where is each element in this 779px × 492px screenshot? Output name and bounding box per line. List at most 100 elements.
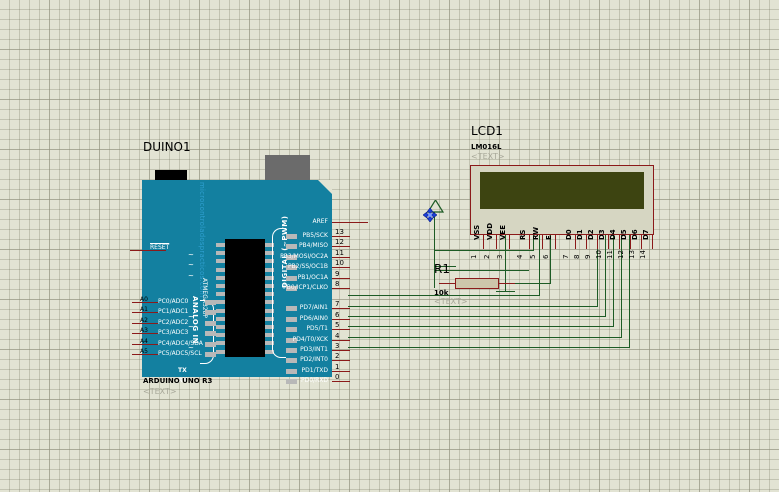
lcd-pin-name: D5 <box>620 229 628 240</box>
mcu-pin-pad <box>216 251 225 256</box>
digital-pin-name: PD2/INT0 <box>300 356 328 364</box>
pwm-tilde-icon: ~ <box>188 271 194 280</box>
lcd-value-label[interactable]: LM016L <box>471 143 502 151</box>
digital-pin-pad <box>286 368 297 374</box>
lcd-pin-terminal <box>652 235 654 249</box>
digital-pin-name: PB1/OC1A <box>297 273 328 281</box>
lcd-pin-name: D0 <box>565 229 573 240</box>
ground-bar-2 <box>500 295 511 297</box>
mcu-pin-pad <box>265 333 274 338</box>
digital-pin-name: PD0/RXD <box>301 377 328 385</box>
pwm-tilde-icon: ~ <box>188 250 194 259</box>
mcu-pin-pad <box>265 243 274 247</box>
digital-pin-pad <box>286 265 297 271</box>
wire-d6 <box>348 306 598 308</box>
pin-label-reset: RESET <box>150 244 170 251</box>
lcd-pin-number: 7 <box>562 254 570 259</box>
lcd-pin-terminal <box>542 235 544 249</box>
lcd-pin-name: VEE <box>499 225 507 240</box>
digital-pin-pad <box>286 379 297 385</box>
r1-body[interactable] <box>455 278 499 289</box>
digital-pin-lead <box>332 256 350 258</box>
mcu-pin-pad <box>265 275 274 280</box>
mcu-pin-pad <box>216 275 225 280</box>
mcu-pin-pad <box>216 316 225 321</box>
pwm-tilde-icon: ~ <box>188 344 194 352</box>
arduino-reference-label[interactable]: DUINO1 <box>143 140 191 154</box>
mcu-pin-pad <box>265 349 274 354</box>
digital-pin-lead <box>332 329 350 331</box>
digital-pin-number: 10 <box>335 259 344 268</box>
lcd-reference-label[interactable]: LCD1 <box>471 124 503 138</box>
mcu-pin-pad <box>265 300 274 305</box>
mcu-pin-pad <box>216 341 225 346</box>
digital-pin-name: PD6/AIN0 <box>299 314 328 322</box>
r1-lead-right <box>498 283 515 285</box>
lcd-pin-terminal <box>630 235 632 249</box>
mcu-pin-pad <box>216 292 225 297</box>
lcd-pin-name: RS <box>519 229 527 240</box>
analog-pin-number: A1 <box>140 306 148 314</box>
analog-pin-lead <box>132 343 158 345</box>
pin-label-aref: AREF <box>312 218 328 225</box>
mcu-pin-pad <box>265 267 274 272</box>
digital-pin-number: 9 <box>335 269 340 278</box>
lcd-pin-terminal <box>509 235 511 249</box>
analog-pin-number: A0 <box>140 296 148 303</box>
digital-pin-name: PD7/AIN1 <box>299 304 328 312</box>
lcd-pin-number: 11 <box>606 250 614 259</box>
mcu-pin-pad <box>216 267 225 272</box>
mcu-pin-pad <box>265 284 274 288</box>
digital-pin-number: 4 <box>335 331 340 340</box>
digital-pin-lead <box>332 318 350 320</box>
lcd-pin-name: D7 <box>642 229 650 240</box>
wire-vcc-drop <box>434 212 436 286</box>
reset-terminal-lead <box>130 250 166 251</box>
arduino-value-label[interactable]: ARDUINO UNO R3 <box>143 377 213 385</box>
arduino-text-placeholder[interactable]: <TEXT> <box>143 387 177 396</box>
mcu-pin-pad <box>216 259 225 264</box>
lcd-pin-number: 14 <box>639 250 647 259</box>
digital-pin-lead <box>332 236 350 237</box>
r1-value-label[interactable]: 10k <box>434 289 449 297</box>
analog-pin-number: A5 <box>140 348 148 355</box>
analog-pin-number: A2 <box>140 316 148 324</box>
mcu-pin-pad <box>216 333 225 338</box>
analog-pin-name: PC0/ADC0 <box>158 298 189 305</box>
digital-pin-name: PB3/MOSI/OC2A <box>280 252 328 260</box>
digital-pin-number: 13 <box>335 228 344 236</box>
digital-pin-number: 3 <box>335 342 340 350</box>
mcu-pin-pad <box>216 300 225 305</box>
analog-pin-pad <box>205 310 216 316</box>
move-cursor-icon[interactable] <box>423 208 437 222</box>
digital-pin-lead <box>332 381 350 383</box>
digital-pin-name: PD5/T1 <box>306 325 328 333</box>
analog-pin-pad <box>205 331 216 337</box>
mcu-pin-pad <box>216 349 225 354</box>
lcd-text-placeholder[interactable]: <TEXT> <box>471 152 505 161</box>
vcc-power-symbol[interactable] <box>427 200 444 213</box>
digital-pin-number: 5 <box>335 321 340 330</box>
wire-vcc-to-lcdvdd <box>434 250 534 252</box>
digital-pin-alt-name: TX <box>178 366 187 374</box>
analog-pin-name: PC5/ADC5/SCL <box>158 350 202 357</box>
analog-pin-number: A3 <box>140 327 148 335</box>
digital-pin-alt-name: RX <box>178 377 188 385</box>
analog-pin-name: PC1/ADC1 <box>158 308 189 316</box>
mcu-pin-pad <box>265 259 274 264</box>
mcu-pin-pad <box>265 325 274 329</box>
mcu-chip-body <box>225 239 265 357</box>
wire-d2 <box>348 347 630 349</box>
lcd-pin-terminal <box>586 235 588 249</box>
lcd-pin-name: D3 <box>598 229 606 240</box>
r1-reference-label[interactable]: R1 <box>434 262 450 276</box>
digital-pin-name: PB4/MISO <box>298 242 328 250</box>
wire-d7 <box>348 295 540 297</box>
digital-pin-pad <box>286 306 297 312</box>
wire-gnd-stem <box>505 270 507 292</box>
digital-pin-lead <box>332 277 350 279</box>
wire-r1-right-to-vee <box>499 283 551 285</box>
r1-text-placeholder[interactable]: <TEXT> <box>434 297 468 306</box>
lcd-pin-name: VSS <box>473 224 481 240</box>
